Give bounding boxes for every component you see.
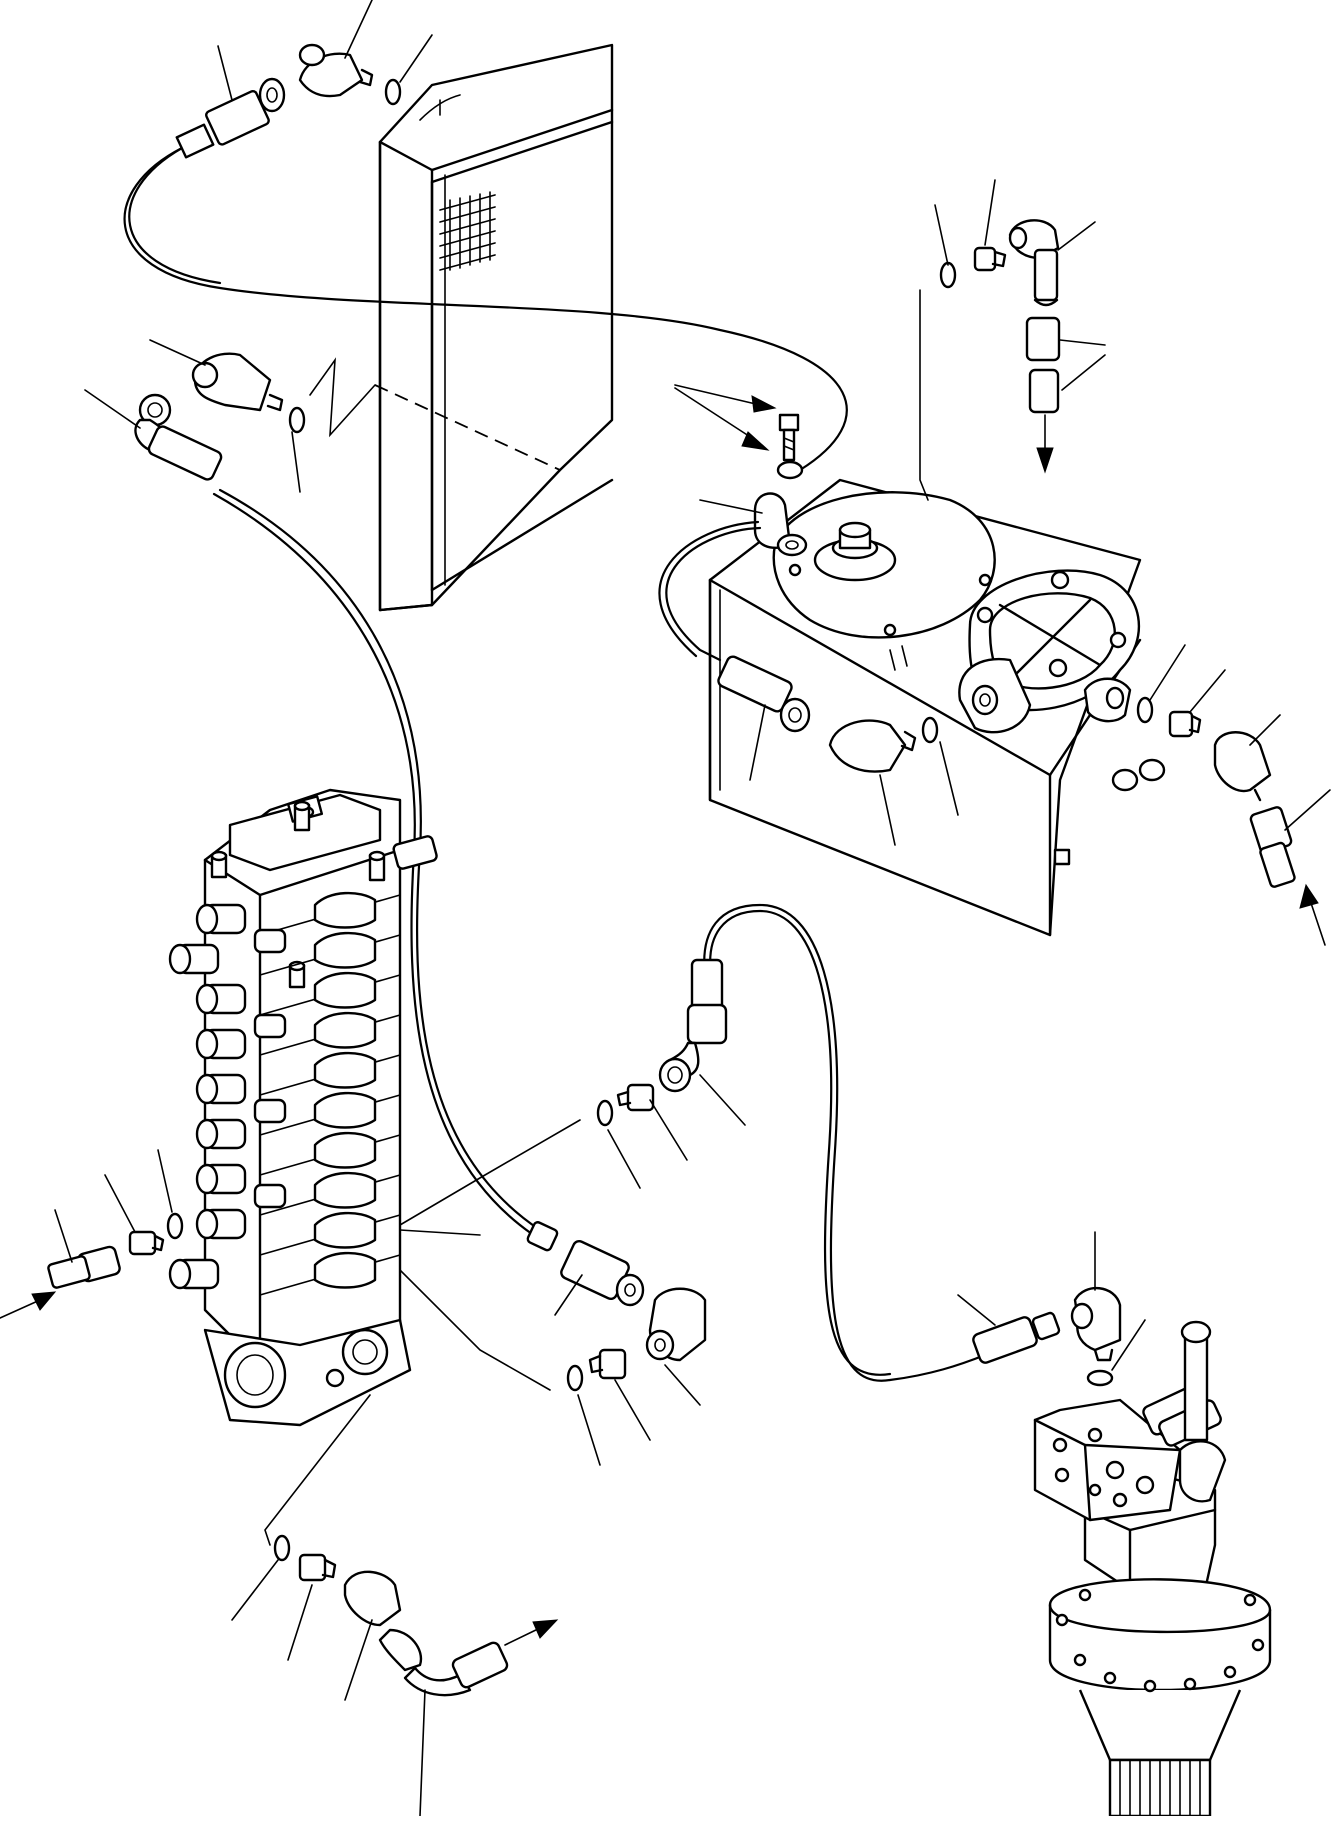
swing-o-ring <box>596 1099 614 1127</box>
valve-inlet-o-ring <box>166 1212 184 1240</box>
drain-hose-pieces <box>1025 248 1106 414</box>
tank-right-hose-end <box>1249 806 1296 888</box>
valve-inlet-connector <box>128 1230 165 1256</box>
drain-o-ring <box>939 261 957 289</box>
leader-lines-valve-left <box>54 1149 173 1263</box>
leader-line-left-o-ring <box>309 357 376 438</box>
valve-inlet-hose-end <box>47 1245 121 1289</box>
breather-cap <box>813 521 897 582</box>
swing-hose-connector <box>616 1057 692 1112</box>
drain-elbow <box>1008 219 1060 260</box>
tank-return-hose <box>658 520 811 733</box>
swing-motor-hose <box>703 903 987 1382</box>
left-o-ring <box>288 406 306 434</box>
leader-lines-center-bottom <box>399 1229 701 1466</box>
control-valve-studs <box>210 800 438 989</box>
return-hose-lower-end <box>526 1221 645 1307</box>
leader-lines-top-right <box>699 179 1331 846</box>
routing-dashed-line <box>374 384 561 471</box>
swing-motor-body <box>1048 1468 1272 1818</box>
valve-outlet-elbow <box>343 1570 423 1672</box>
tank-port-block <box>958 657 1132 734</box>
return-o-ring <box>566 1364 584 1392</box>
valve-inlet-arrow <box>0 1291 57 1319</box>
swing-motor-elbow <box>1070 1286 1122 1362</box>
swing-motor-valve-block <box>1033 1320 1227 1522</box>
drain-outlet-arrow <box>1036 414 1054 474</box>
tank-o-ring <box>921 716 939 744</box>
control-valve-base <box>203 1318 412 1427</box>
return-connector <box>588 1348 627 1380</box>
valve-outlet-hose <box>403 1641 509 1697</box>
control-valve-spool-sections <box>259 891 401 1296</box>
hose-clamp <box>753 492 808 557</box>
drain-leader-line <box>919 289 929 501</box>
cooler-core-grid <box>439 191 496 271</box>
leader-lines-valve-bottom <box>231 1559 426 1817</box>
valve-outlet-o-ring <box>273 1534 291 1562</box>
valve-outlet-arrow <box>504 1619 559 1646</box>
leader-lines-swing-motor <box>957 1231 1146 1371</box>
leader-lines-top <box>84 0 433 493</box>
oil-cooler-frame <box>378 43 614 612</box>
bolt-callout-arrows <box>674 384 777 451</box>
swing-hose-upper-end <box>668 958 728 1077</box>
return-elbow <box>645 1287 707 1362</box>
tank-right-elbow <box>1213 731 1272 802</box>
cooler-inlet-hose <box>123 77 848 472</box>
cooler-o-ring <box>384 78 402 106</box>
valve-outlet-leader <box>264 1394 371 1546</box>
swing-motor-o-ring <box>1086 1369 1114 1387</box>
swing-hose-lower-end <box>972 1311 1061 1364</box>
drain-connector <box>973 246 1007 272</box>
cooler-elbow-fitting <box>298 43 374 98</box>
left-elbow-fitting <box>191 352 284 412</box>
tank-right-o-ring <box>1136 696 1154 724</box>
clamp-bolt <box>776 413 804 480</box>
leader-lines-center-top <box>399 1074 746 1226</box>
valve-outlet-connector <box>298 1553 337 1582</box>
swing-motor-bolt-holes <box>1055 1588 1265 1693</box>
tank-inlet-arrow <box>1299 883 1326 946</box>
tank-right-connector <box>1168 710 1202 738</box>
left-swivel-nut <box>134 393 172 452</box>
tank-elbow-fitting <box>828 719 917 773</box>
control-valve-port-caps <box>168 903 287 1290</box>
tank-plugs <box>889 645 1166 866</box>
